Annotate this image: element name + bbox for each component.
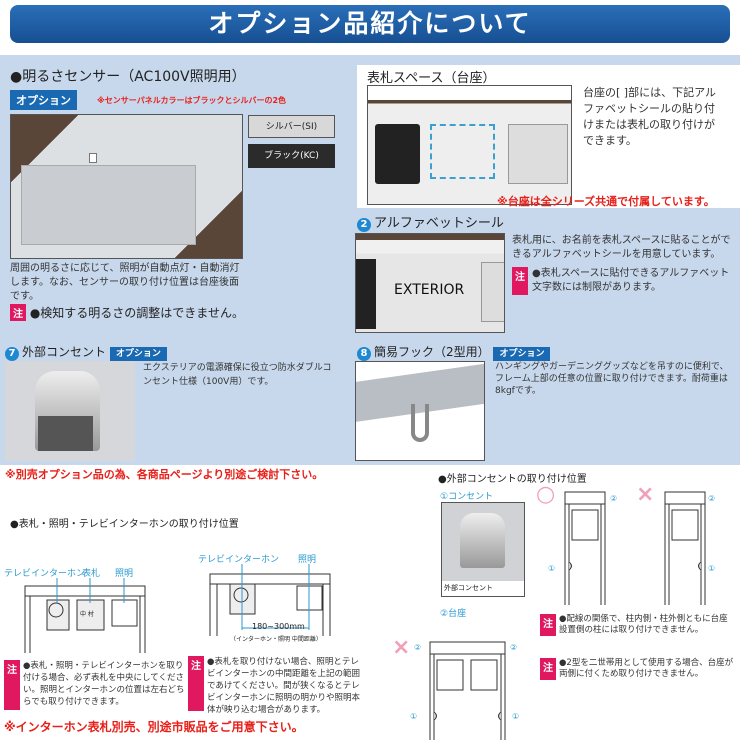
outlet-diagram-two-household [429,641,506,740]
label-light: 照明 [115,569,134,579]
outlet-title: 外部コンセント [22,345,107,359]
nameplate-note: ※台座は全シリーズ共通で付属しています。 [497,195,715,208]
swatch-black: ブラック(KC) [248,144,335,168]
nameplate-title: 表札スペース（台座） [367,71,496,86]
note-mark: 注 [540,614,556,636]
mounting-diagram-1 [24,578,146,653]
outlet-position-title: ●外部コンセントの取り付け位置 [438,474,587,485]
alphabet-photo: EXTERIOR [355,233,505,333]
name-sample: 中 村 [80,611,94,618]
ok-mark: ○ [536,482,556,507]
note-mark: 注 [188,656,204,711]
alphabet-title: アルファベットシール [374,216,504,231]
outlet-position-note-1: ●配線の関係で、柱内側・柱外側ともに台座設置側の柱には取り付けできません。 [559,614,728,635]
ng-mark: × [636,482,655,507]
photo-caption: 外部コンセント [442,581,524,596]
outlet-photo [5,361,135,461]
distance-caption: （インターホン・照明 中間距離） [230,636,322,643]
note-mark: 注 [540,658,556,680]
marker-1: ① [410,712,418,721]
outlet-position-photo: 外部コンセント [441,502,525,597]
distance-value: 180~300mm [252,622,305,631]
sensor-title: ●明るさセンサー（AC100V照明用） [10,69,246,85]
option-badge: オプション [493,347,551,361]
hook-description: ハンギングやガーデニンググッズなどを吊すのに便利で、フレーム上部の任意の位置に取… [495,362,729,396]
sensor-description: 周囲の明るさに応じて、照明が自動点灯・自動消灯します。なお、センサーの取り付け位… [10,263,240,302]
sensor-note: ●検知する明るさの調整はできません。 [29,306,244,320]
alphabet-sample: EXTERIOR [394,282,465,298]
separate-sale-note: ※別売オプション品の為、各商品ページより別途ご検討下さい。 [5,468,324,481]
label-nameplate: 表札 [82,569,101,579]
hook-photo [355,361,485,461]
ng-mark-2: × [392,635,411,660]
sensor-color-note: ※センサーパネルカラーはブラックとシルバーの2色 [97,96,287,105]
alphabet-description: 表札用に、お名前を表札スペースに貼ることができるアルファベットシールを用意してい… [512,235,731,260]
intercom-note: ※インターホン表札別売、別途市販品をご用意下さい。 [4,720,304,734]
marker-2: ② [708,494,716,503]
label-intercom: テレビインターホン [4,569,86,579]
label-light-2: 照明 [298,555,317,565]
marker-2: ② [510,643,518,652]
label-outlet: ①コンセント [440,492,494,502]
outlet-diagram-ok [564,491,606,605]
page-title: オプション品紹介について [10,5,730,43]
note-mark: 注 [512,267,528,295]
alphabet-note: ●表札スペースに貼付できるアルファベット文字数には制限があります。 [532,268,730,293]
label-base: ②台座 [440,609,467,619]
outlet-description: エクステリアの電源確保に役立つ防水ダブルコンセント仕様（100V用）です。 [143,363,332,387]
number-badge: 2 [357,218,371,232]
mounting-diagram-2 [209,564,331,636]
marker-2: ② [414,643,422,652]
note-mark: 注 [4,660,20,710]
marker-1: ① [512,712,520,721]
option-badge: オプション [109,347,167,361]
label-intercom-2: テレビインターホン [198,555,280,565]
mounting-title: ●表札・照明・テレビインターホンの取り付け位置 [10,519,239,530]
outlet-diagram-ng [664,491,706,605]
nameplate-description: 台座の[ ]部には、下記アルファベットシールの貼り付けまたは表札の取り付けができ… [583,86,716,147]
nameplate-photo [367,85,572,205]
note-mark: 注 [10,304,26,321]
marker-2: ② [610,494,618,503]
sensor-photo [10,114,243,259]
mounting-note-2: ●表札を取り付けない場合、照明とテレビインターホンの中間距離を上記の範囲であけて… [207,657,361,715]
outlet-position-note-2: ●2型を二世帯用として使用する場合、台座が両側に付くため取り付けできません。 [559,658,734,679]
marker-1: ① [548,564,556,573]
hook-title: 簡易フック（2型用） [374,345,490,359]
number-badge: 8 [357,347,371,361]
mounting-note-1: ●表札・照明・テレビインターホンを取り付ける場合、必ず表札を中央にしてください。… [23,661,185,707]
number-badge: 7 [5,347,19,361]
marker-1: ① [708,564,716,573]
option-badge: オプション [10,90,77,110]
swatch-silver: シルバー(SI) [248,115,335,138]
